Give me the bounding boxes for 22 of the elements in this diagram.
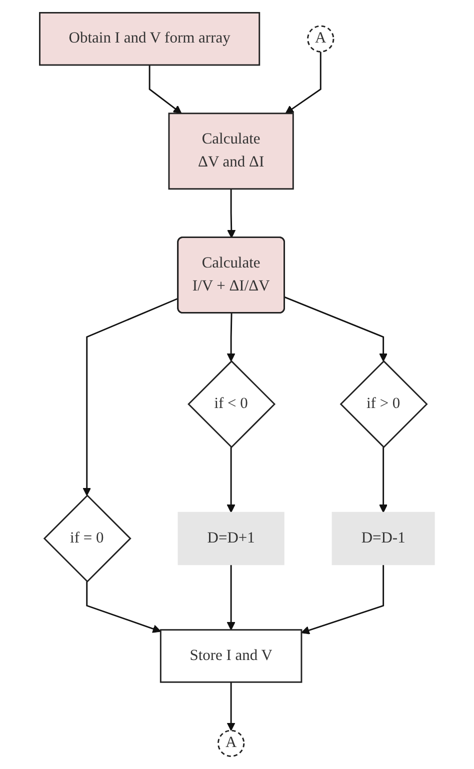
arrow (148, 65, 182, 114)
arrow (226, 313, 236, 362)
arrow (227, 188, 236, 238)
node-box: D=D-1 (332, 512, 435, 566)
node-box: D=D+1 (178, 512, 284, 566)
node-circle: A (217, 730, 245, 757)
node-box: Obtain I and V form array (38, 12, 260, 66)
node-box: Store I and V (160, 629, 302, 683)
arrow (226, 564, 236, 630)
arrow (284, 296, 388, 362)
arrow (285, 52, 322, 114)
node-diamond: if = 0 (43, 494, 132, 582)
node-circle: A (306, 25, 334, 52)
node-diamond: if < 0 (187, 360, 276, 448)
arrow (301, 564, 384, 634)
arrow (226, 682, 236, 731)
arrow (82, 298, 179, 496)
arrow (86, 581, 161, 633)
arrow (379, 447, 388, 513)
arrow (226, 447, 236, 513)
node-box: Calculate ΔV and ΔI (168, 112, 294, 190)
node-diamond: if > 0 (340, 360, 428, 448)
